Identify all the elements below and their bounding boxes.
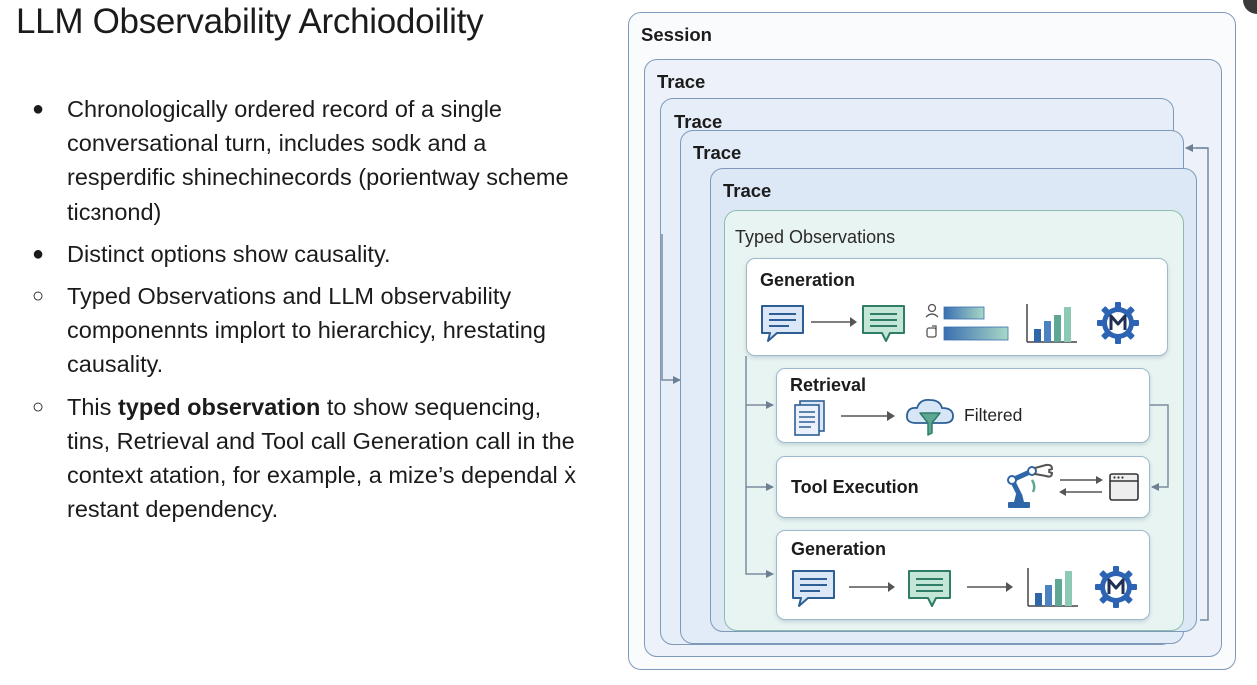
gear-m-icon [1095, 566, 1137, 608]
bullet-item: ● Chronologically ordered record of a si… [26, 92, 586, 229]
retrieval-title: Retrieval [790, 375, 867, 395]
bullet-text: Distinct options show causality. [67, 240, 391, 267]
generation-card-bottom[interactable] [776, 530, 1150, 620]
user-bars-icon [925, 303, 1009, 341]
trace-label-2: Trace [674, 111, 723, 132]
tool-execution-card[interactable] [776, 456, 1150, 518]
bullet-list: ● Chronologically ordered record of a si… [26, 92, 586, 534]
cloud-filter-icon [906, 399, 954, 436]
arrow-right-icon [849, 582, 895, 592]
window-icon [1109, 473, 1139, 501]
chat-bubble-icon [761, 305, 804, 342]
page-title: LLM Observability Archiodoility [16, 2, 484, 41]
bullet-item: ○ This typed observation to show sequenc… [26, 390, 586, 527]
arrow-right-icon [841, 411, 895, 421]
arrow-right-icon [967, 582, 1013, 592]
bullet-text-before: This [67, 393, 118, 420]
generation-top-title: Generation [760, 270, 856, 290]
session-label: Session [641, 24, 712, 45]
tool-execution-title: Tool Execution [791, 477, 919, 497]
chat-bubble-icon [792, 570, 835, 607]
bullet-item: ○ Typed Observations and LLM observabili… [26, 279, 586, 382]
bullet-marker: ● [31, 242, 45, 265]
generation-bottom-title: Generation [791, 539, 887, 559]
bullet-marker: ● [31, 98, 45, 120]
trace-label-4: Trace [723, 180, 772, 201]
bar-chart-icon [1026, 304, 1077, 343]
trace-label-1: Trace [657, 71, 706, 92]
bullet-item: ● Distinct options show causality. [26, 237, 586, 271]
documents-icon [794, 400, 825, 436]
bullet-marker: ○ [31, 395, 45, 418]
typed-observations-label: Typed Observations [735, 227, 896, 247]
robot-arm-icon [1007, 463, 1054, 508]
bullet-marker: ○ [31, 285, 45, 308]
chat-bubble-icon [908, 570, 951, 607]
bullet-text-after: to show sequencing, tins, Retrieval and … [67, 393, 577, 523]
retrieval-card[interactable] [776, 368, 1150, 443]
bullet-text: Typed Observations and LLM observability… [67, 283, 546, 378]
bullet-text-bold: typed observation [117, 393, 321, 420]
arrow-right-icon [811, 317, 857, 327]
bidirectional-arrows-icon [1059, 476, 1103, 496]
trace-label-3: Trace [693, 142, 742, 163]
bullet-text: Chronologically ordered record of a sing… [67, 96, 569, 225]
chat-bubble-icon [862, 305, 905, 342]
bar-chart-icon [1027, 568, 1078, 607]
retrieval-status: Filtered [964, 405, 1023, 425]
gear-m-icon [1097, 302, 1139, 344]
